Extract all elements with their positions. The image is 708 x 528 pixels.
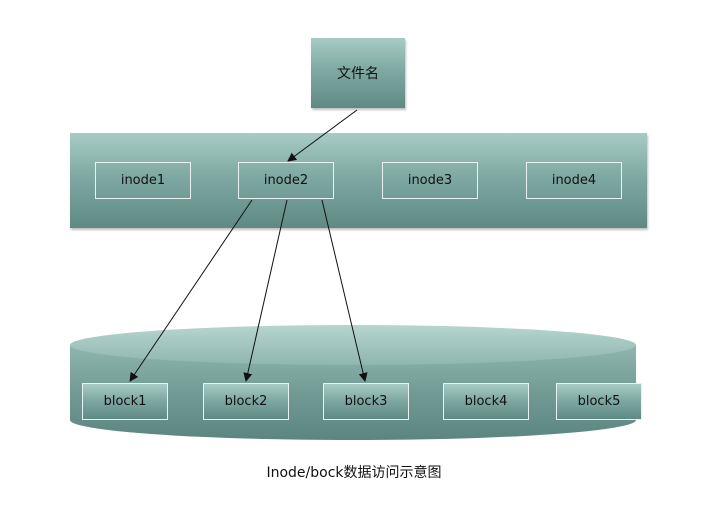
inode-table: inode1 inode2 inode3 inode4 <box>70 133 647 228</box>
inode-label: inode4 <box>551 173 597 188</box>
inode-box-3: inode3 <box>382 162 478 199</box>
file-name-box: 文件名 <box>311 38 405 108</box>
inode-label: inode2 <box>263 173 309 188</box>
diagram-caption: Inode/bock数据访问示意图 <box>266 465 442 481</box>
block-box-1: block1 <box>82 383 168 420</box>
block-label: block3 <box>344 394 388 409</box>
block-label: block1 <box>103 394 147 409</box>
block-label: block4 <box>464 394 508 409</box>
block-box-3: block3 <box>323 383 409 420</box>
block-box-5: block5 <box>556 383 642 420</box>
inode-box-2: inode2 <box>238 162 334 199</box>
inode-label: inode3 <box>407 173 453 188</box>
inode-box-4: inode4 <box>526 162 622 199</box>
block-box-2: block2 <box>203 383 289 420</box>
block-label: block5 <box>577 394 621 409</box>
disk-top <box>70 325 636 365</box>
file-name-label: 文件名 <box>337 66 379 82</box>
inode-box-1: inode1 <box>95 162 191 199</box>
inode-label: inode1 <box>120 173 166 188</box>
block-box-4: block4 <box>443 383 529 420</box>
block-label: block2 <box>224 394 268 409</box>
